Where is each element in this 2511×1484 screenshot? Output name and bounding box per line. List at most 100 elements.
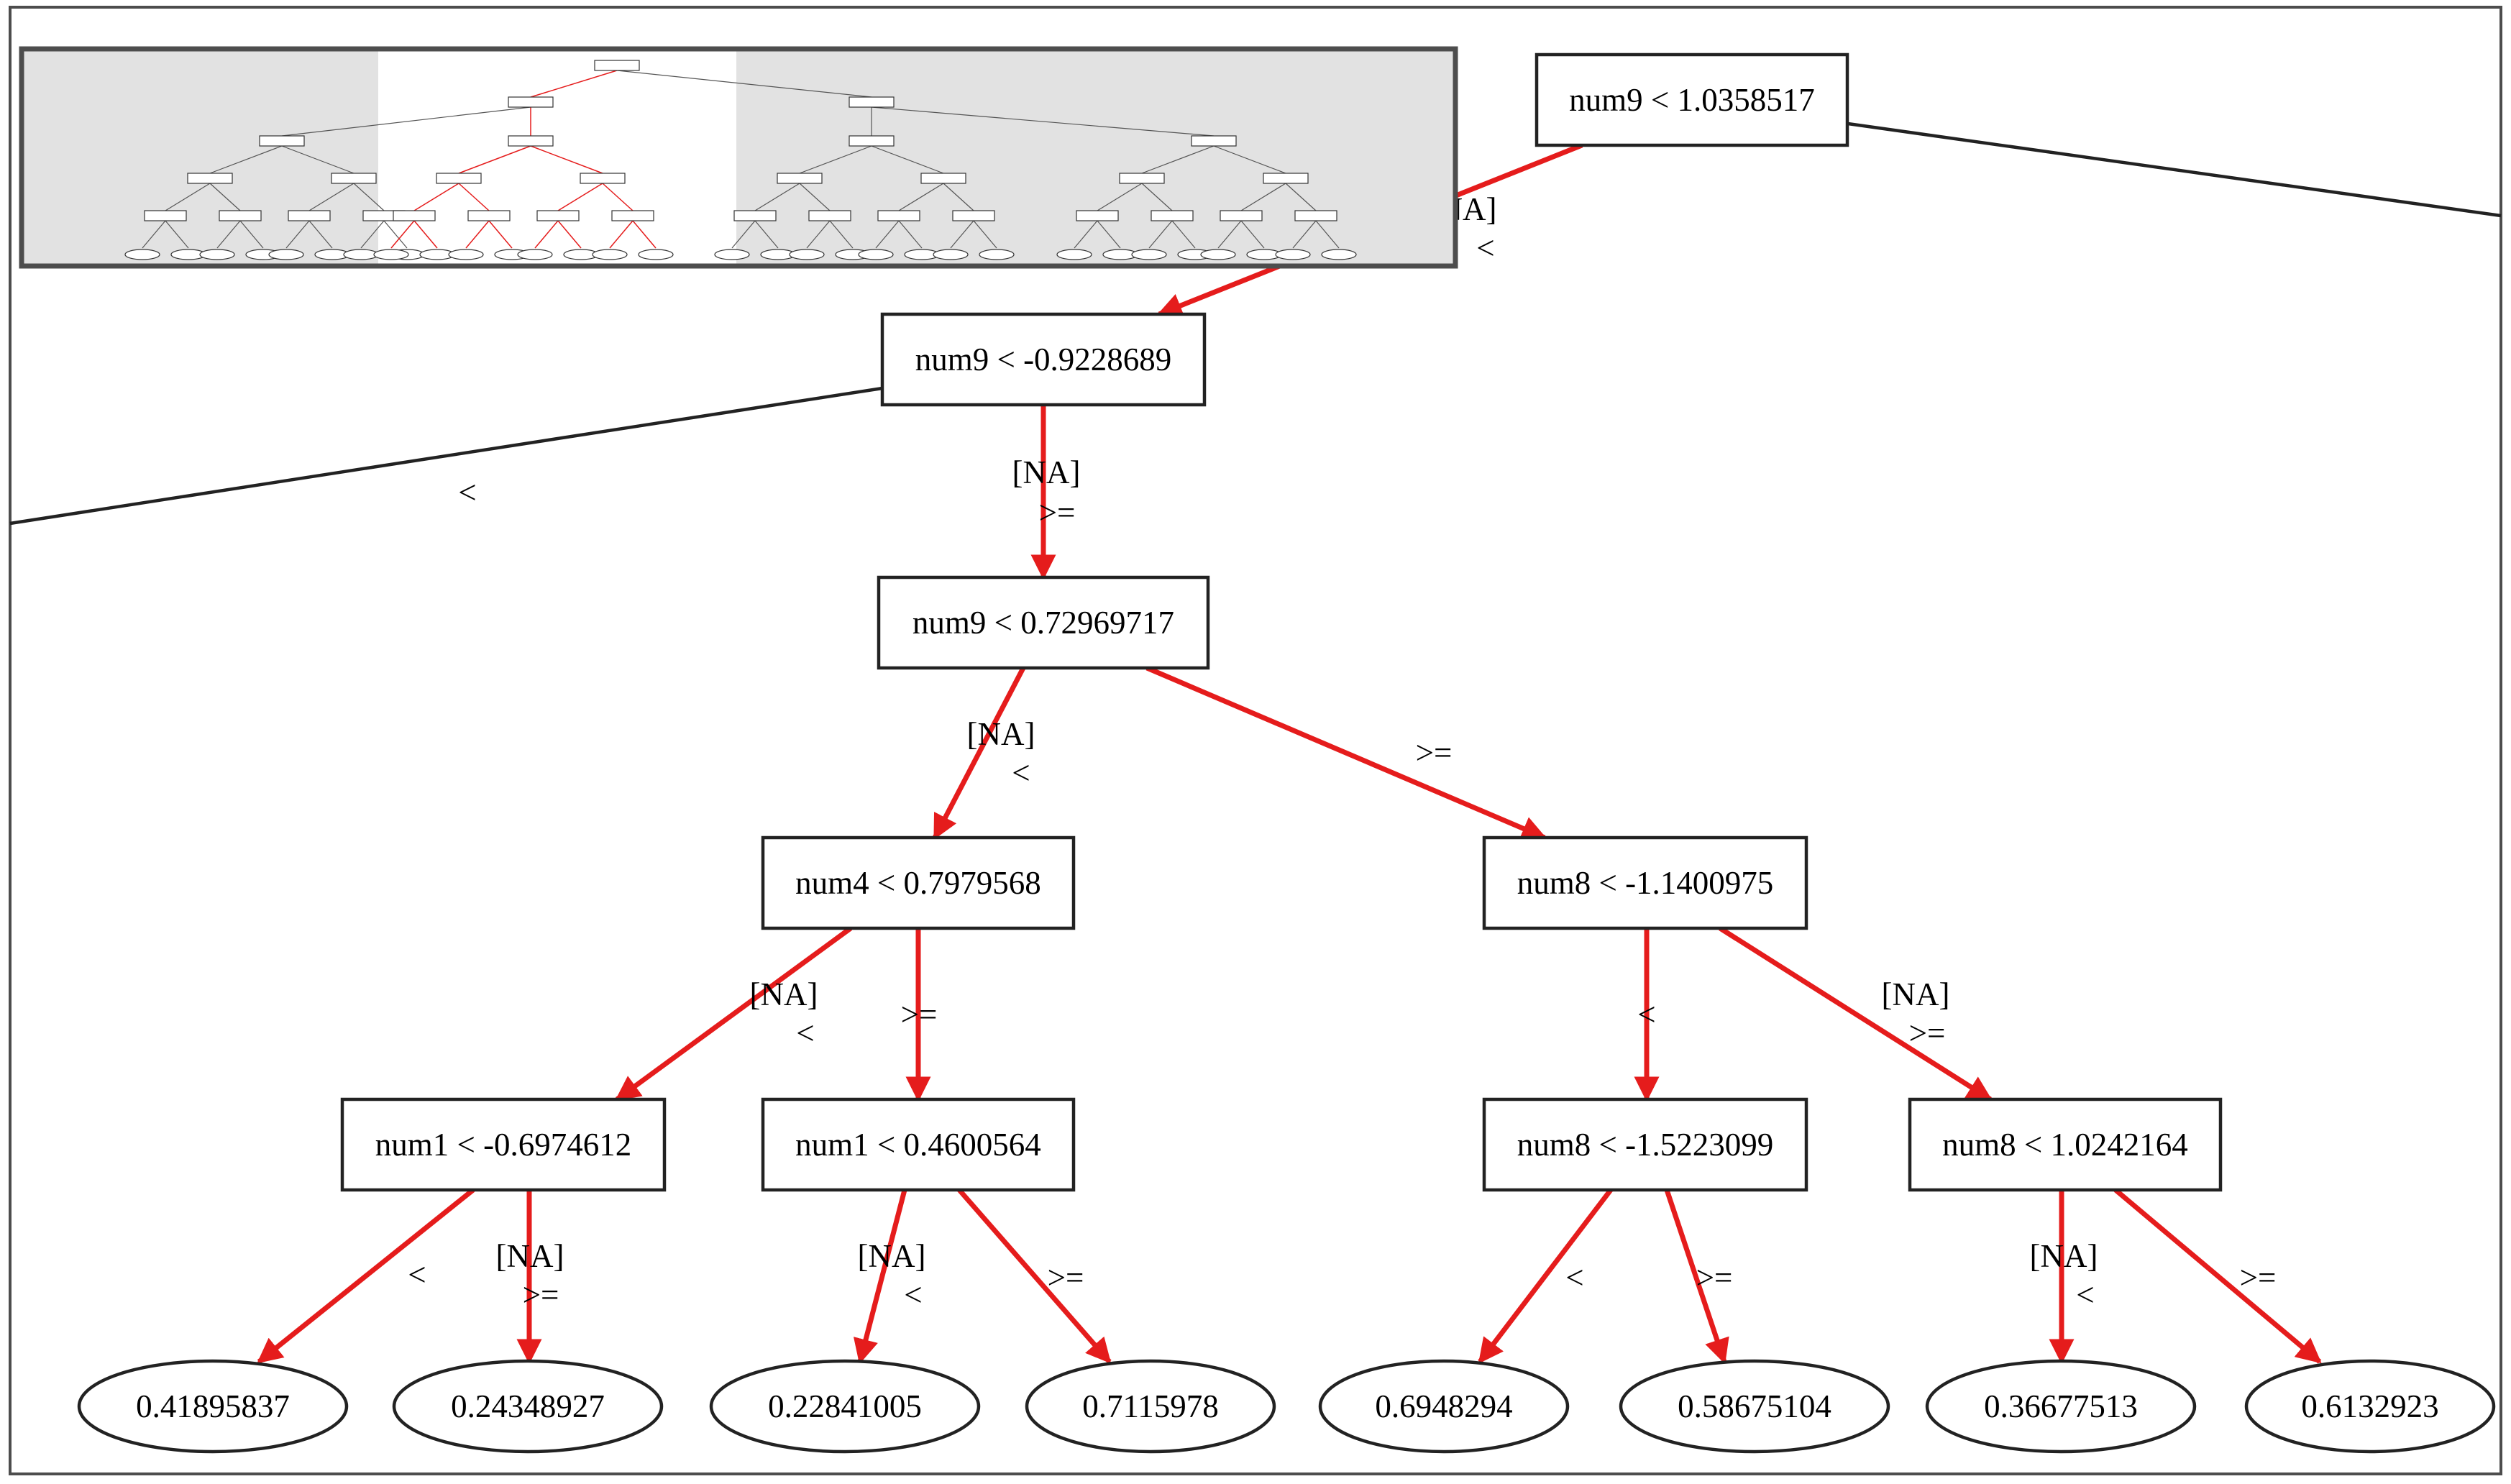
minimap-edge <box>530 70 618 98</box>
minimap-edge <box>1148 220 1173 249</box>
leaf-node[interactable]: 0.22841005 <box>709 1359 981 1454</box>
leaf-value: 0.24348927 <box>451 1388 605 1424</box>
leaf-value: 0.7115978 <box>1082 1388 1219 1424</box>
split-node[interactable]: num4 < 0.7979568 <box>761 835 1076 930</box>
leaf-oval <box>77 1359 349 1454</box>
minimap-edge <box>602 183 634 211</box>
minimap-node <box>611 210 654 221</box>
minimap-leaf <box>343 249 379 260</box>
minimap-node <box>1263 173 1309 184</box>
edge-label-n4-n7: < <box>1637 997 1655 1032</box>
split-node[interactable]: num1 < 0.4600564 <box>761 1097 1076 1192</box>
leaf-node[interactable]: 0.41895837 <box>77 1359 349 1454</box>
leaf-node[interactable]: 0.36677513 <box>1925 1359 2197 1454</box>
minimap-edge <box>632 220 657 249</box>
minimap-edge <box>458 183 490 211</box>
minimap-node <box>580 173 626 184</box>
split-node[interactable]: num8 < -1.5223099 <box>1482 1097 1808 1192</box>
minimap-node <box>920 173 966 184</box>
leaf-node[interactable]: 0.58675104 <box>1619 1359 1890 1454</box>
minimap-node <box>594 60 640 71</box>
minimap-edge <box>1097 220 1121 249</box>
minimap-edge <box>1217 220 1242 249</box>
minimap-viewport[interactable] <box>378 50 736 265</box>
minimap-edge <box>609 220 634 249</box>
split-box <box>761 1097 1076 1192</box>
minimap-node <box>808 210 851 221</box>
minimap-edge <box>871 106 1215 137</box>
edge-n4-n8 <box>1719 926 1993 1101</box>
minimap-node <box>1220 210 1263 221</box>
edge-label-n1-offscreen-left: < <box>458 475 476 510</box>
split-box <box>1482 835 1808 930</box>
minimap-node <box>219 210 262 221</box>
minimap-edge <box>950 220 974 249</box>
minimap-leaf <box>1275 249 1311 260</box>
minimap-edge <box>209 145 283 174</box>
leaf-node[interactable]: 0.7115978 <box>1025 1359 1276 1454</box>
minimap-node <box>508 96 554 108</box>
split-node[interactable]: num8 < 1.0242164 <box>1908 1097 2223 1192</box>
minimap-edge <box>281 106 531 137</box>
minimap-node <box>259 135 305 147</box>
leaf-oval <box>1925 1359 2197 1454</box>
minimap-node <box>288 210 331 221</box>
leaf-node[interactable]: 0.6948294 <box>1318 1359 1570 1454</box>
minimap-node <box>952 210 995 221</box>
minimap-edge <box>1171 220 1196 249</box>
minimap-edge <box>1141 183 1173 211</box>
split-node[interactable]: num9 < 1.0358517 <box>1534 52 1849 147</box>
leaf-value: 0.58675104 <box>1678 1388 1831 1424</box>
minimap-edge <box>1240 183 1286 211</box>
edge-label-n4-n8: >= <box>1909 1015 1946 1051</box>
split-node[interactable]: num9 < -0.9228689 <box>880 312 1207 407</box>
minimap-edge <box>285 220 310 249</box>
leaf-oval <box>709 1359 981 1454</box>
minimap-node <box>187 173 233 184</box>
edge-label-n1-n2: >= <box>1039 495 1076 531</box>
minimap-edge <box>465 220 490 249</box>
minimap-node <box>733 210 777 221</box>
edge-n5-l1 <box>257 1188 475 1364</box>
minimap-node <box>849 96 895 108</box>
minimap-node <box>849 135 895 147</box>
minimap-edge <box>1141 145 1215 174</box>
edge-label-n5-l2: >= <box>523 1277 559 1313</box>
minimap-edge <box>943 183 974 211</box>
edge-label-n2-n3: [NA] <box>967 716 1035 752</box>
leaf-oval <box>1025 1359 1276 1454</box>
split-node[interactable]: num1 < -0.6974612 <box>340 1097 667 1192</box>
overview-minimap[interactable] <box>19 46 1458 269</box>
minimap-node <box>1119 173 1165 184</box>
minimap-edge <box>1292 220 1317 249</box>
minimap-node <box>144 210 187 221</box>
split-node[interactable]: num9 < 0.72969717 <box>877 575 1210 670</box>
edge-n2-n4 <box>1145 665 1547 841</box>
edge-label-n0-n1: < <box>1476 230 1494 266</box>
minimap-edge <box>530 145 603 174</box>
minimap-leaf <box>858 249 894 260</box>
minimap-leaf <box>199 249 235 260</box>
split-box <box>1534 52 1849 147</box>
minimap-node <box>436 173 482 184</box>
minimap-node <box>777 173 823 184</box>
minimap-leaf <box>124 249 160 260</box>
minimap-edge <box>488 220 513 249</box>
minimap-leaf <box>933 249 969 260</box>
leaf-value: 0.6132923 <box>2301 1388 2438 1424</box>
minimap-node <box>1151 210 1194 221</box>
split-node[interactable]: num8 < -1.1400975 <box>1482 835 1808 930</box>
edge-n8-l8 <box>2113 1188 2322 1364</box>
leaf-node[interactable]: 0.6132923 <box>2244 1359 2496 1454</box>
split-box <box>880 312 1207 407</box>
minimap-edge <box>1240 220 1265 249</box>
split-box <box>340 1097 667 1192</box>
minimap-edge <box>898 220 923 249</box>
leaf-node[interactable]: 0.24348927 <box>392 1359 664 1454</box>
tree-edges <box>9 122 2502 1365</box>
edge-n7-l5 <box>1478 1188 1613 1364</box>
minimap-border <box>19 46 1458 269</box>
split-condition: num1 < 0.4600564 <box>795 1127 1041 1163</box>
minimap-leaf <box>714 249 750 260</box>
